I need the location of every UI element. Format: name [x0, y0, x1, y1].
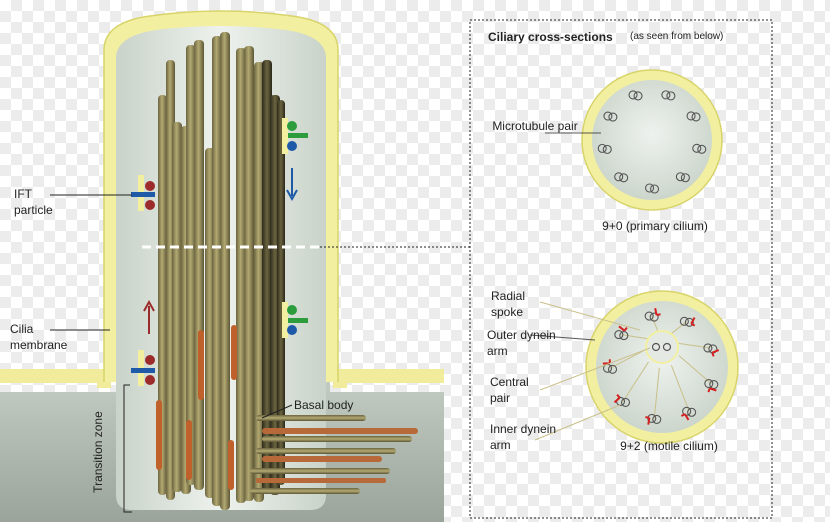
leader-line [534, 404, 621, 441]
transition-zone-bracket [123, 384, 132, 513]
leader-line [529, 334, 596, 341]
dynein-arm [156, 400, 162, 470]
label-basal-body: Basal body [294, 398, 354, 412]
dynein-arm [709, 387, 717, 392]
label-ift-particle: IFT particle [14, 187, 53, 217]
microtubule [254, 62, 264, 502]
radial-spokes [609, 315, 712, 419]
microtubule-ring [602, 307, 720, 425]
label-microtubule-pair: Microtubule pair [492, 119, 578, 133]
dynein-arm [690, 317, 696, 325]
panel-subtitle: (as seen from below) [630, 31, 724, 42]
radial-spoke [670, 365, 690, 412]
dynein-arm [711, 349, 720, 354]
label-motile-cilium: 9+2 (motile cilium) [620, 439, 718, 453]
central-pair [651, 342, 672, 352]
microtubule [158, 95, 167, 495]
radial-spoke [678, 355, 712, 384]
dynein-arm [707, 387, 711, 393]
label-cilia-membrane: Cilia membrane [10, 322, 68, 352]
microtubule [172, 122, 182, 492]
basal-tube [262, 428, 418, 434]
radial-spoke [622, 361, 649, 402]
microtubule-doublet [628, 90, 643, 101]
radial-spoke [609, 350, 645, 369]
radial-spoke [621, 334, 648, 340]
microtubule [236, 48, 246, 503]
dynein-arms [156, 325, 237, 490]
ift-particle-anterograde-upper [131, 175, 155, 211]
microtubule [220, 32, 230, 510]
dynein-arm [198, 330, 204, 400]
basal-tube [250, 468, 390, 474]
microtubule-ring [597, 90, 707, 194]
label-outer-dynein-arm: Outer dynein arm [487, 328, 556, 358]
dynein-arm [616, 394, 621, 399]
dynein-arm [711, 352, 715, 357]
cross-section-primary [581, 69, 723, 211]
microtubule [262, 60, 272, 490]
microtubule-doublet [675, 172, 690, 183]
microtubule-doublet [597, 143, 612, 154]
axoneme [158, 32, 285, 510]
dynein-arm [645, 416, 650, 419]
dynein-arm [228, 440, 234, 490]
basal-tube [256, 448, 396, 454]
microtubule-doublet [679, 316, 694, 327]
leader-line [539, 347, 651, 391]
label-transition-zone: Transition zone [91, 411, 105, 493]
microtubule-doublet [603, 111, 618, 122]
microtubule-doublet [692, 143, 707, 154]
basal-tube [262, 456, 382, 462]
arrow-up-icon [143, 299, 155, 334]
basal-tube [256, 478, 386, 483]
microtubule-doublet [614, 172, 629, 183]
microtubule [244, 46, 254, 501]
ift-particle-retrograde-lower [282, 302, 308, 338]
microtubule-doublet [614, 330, 629, 341]
basal-body [250, 415, 418, 494]
dynein-arm [618, 325, 626, 332]
leader-line [539, 301, 641, 331]
dynein-arm [186, 420, 192, 480]
label-radial-spoke: Radial spoke [491, 289, 526, 319]
label-inner-dynein-arm: Inner dynein arm [490, 422, 557, 452]
microtubule-doublet [704, 378, 719, 390]
radial-spoke [678, 342, 711, 349]
microtubule [186, 45, 196, 485]
dynein-arm [680, 413, 686, 417]
ift-particle-retrograde-upper [282, 118, 308, 154]
dynein-arm [690, 322, 696, 327]
microtubule-doublet [661, 90, 676, 101]
microtubule [212, 36, 222, 506]
radial-spoke [653, 367, 660, 419]
dynein-arm [656, 313, 661, 317]
central-sheath [645, 330, 679, 364]
dynein-arm [654, 307, 658, 316]
label-central-pair: Central pair [490, 375, 529, 405]
microtubule-doublet [644, 183, 660, 194]
leader-line [261, 404, 293, 419]
cross-section-motile [585, 290, 739, 444]
dynein-arm [623, 326, 628, 332]
dynein-arm [684, 413, 690, 421]
microtubule-doublet [644, 311, 659, 322]
ift-particle-anterograde-lower [131, 350, 155, 386]
microtubule [277, 100, 285, 485]
basal-tube [256, 415, 366, 421]
label-primary-cilium: 9+0 (primary cilium) [602, 219, 708, 233]
arrow-down-icon [286, 168, 298, 202]
panel-title: Ciliary cross-sections [488, 30, 613, 44]
radial-spoke [670, 320, 688, 335]
microtubule [194, 40, 204, 490]
basal-tube [250, 488, 360, 494]
microtubule-doublet [686, 111, 701, 122]
dynein-arm [231, 325, 237, 380]
dynein-arm [613, 396, 621, 404]
dynein-arm [647, 417, 651, 425]
basal-tube [262, 436, 412, 442]
